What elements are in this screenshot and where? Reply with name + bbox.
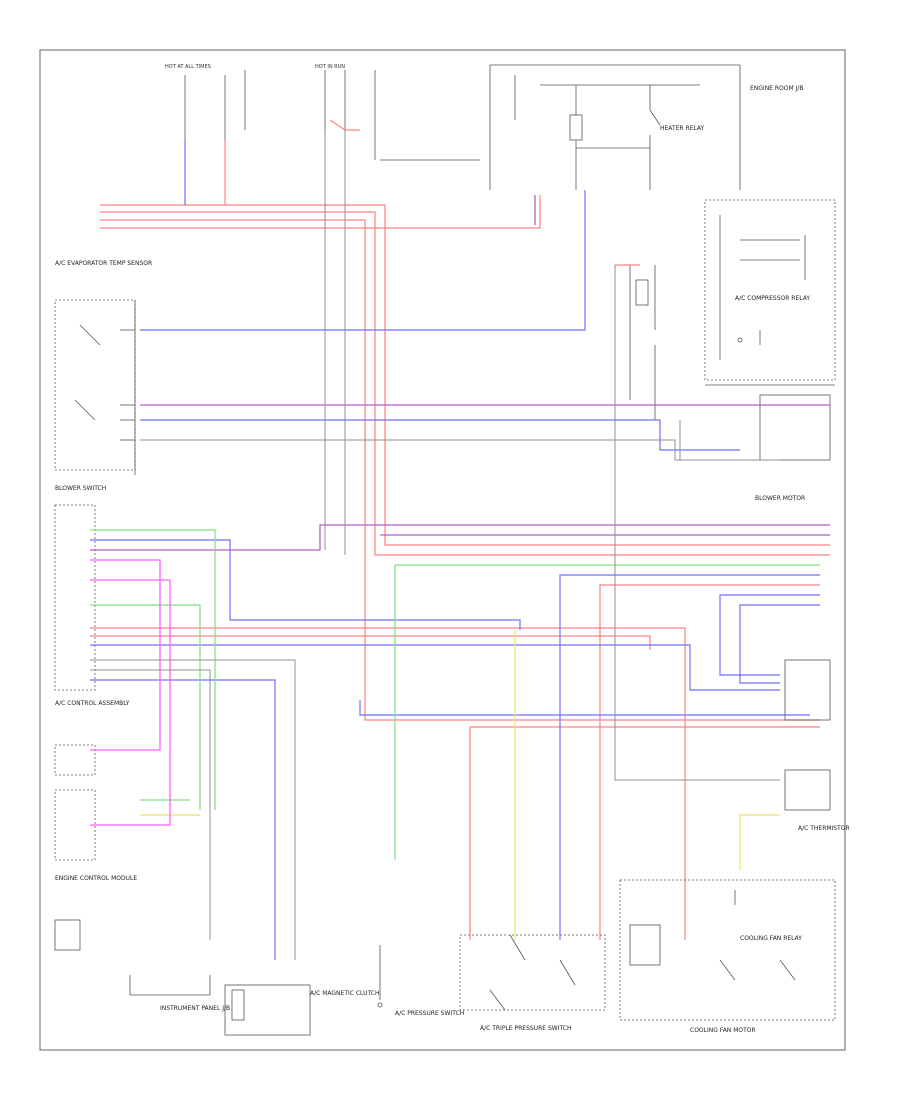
label-ac-control-assembly: A/C CONTROL ASSEMBLY <box>55 700 130 707</box>
label-heater-relay: HEATER RELAY <box>660 125 705 132</box>
label-engine-room-jb: ENGINE ROOM J/B <box>750 85 804 92</box>
heater-relay <box>629 265 656 420</box>
connector-block-left <box>54 504 96 951</box>
label-ac-compressor-relay: A/C COMPRESSOR RELAY <box>735 295 810 302</box>
label-cooling-fan-relay: COOLING FAN RELAY <box>740 935 802 942</box>
label-blower-switch: BLOWER SWITCH <box>55 485 106 492</box>
wire-pink-group <box>90 559 171 826</box>
top-fuse-area <box>184 64 741 190</box>
bottom-components <box>129 659 836 1036</box>
label-ac-pressure-switch: A/C PRESSURE SWITCH <box>395 1010 464 1017</box>
diagram-border <box>39 49 846 1051</box>
label-instrument-panel-jb: INSTRUMENT PANEL J/B <box>160 1005 230 1012</box>
label-blower-motor: BLOWER MOTOR <box>755 495 805 502</box>
label-hot-at-all-times: HOT AT ALL TIMES <box>165 64 211 70</box>
wire-red-group <box>90 119 830 940</box>
label-ac-magnetic-clutch: A/C MAGNETIC CLUTCH <box>310 990 380 997</box>
blower-switch <box>54 299 136 475</box>
label-ac-thermistor: A/C THERMISTOR <box>798 825 850 832</box>
label-cooling-fan-motor: COOLING FAN MOTOR <box>690 1027 756 1034</box>
label-ac-triple-pressure-switch: A/C TRIPLE PRESSURE SWITCH <box>480 1025 571 1032</box>
wire-yellow-group <box>140 630 780 940</box>
wire-green-group <box>90 529 820 860</box>
wire-blue-group <box>90 140 820 960</box>
label-ac-evap-temp-sensor: A/C EVAPORATOR TEMP SENSOR <box>55 260 152 267</box>
wire-gray-group <box>90 130 780 960</box>
right-relay-block <box>704 199 836 461</box>
wire-violet-group <box>90 195 830 551</box>
label-hot-in-run: HOT IN RUN <box>315 64 345 70</box>
label-engine-control-module: ENGINE CONTROL MODULE <box>55 875 137 882</box>
